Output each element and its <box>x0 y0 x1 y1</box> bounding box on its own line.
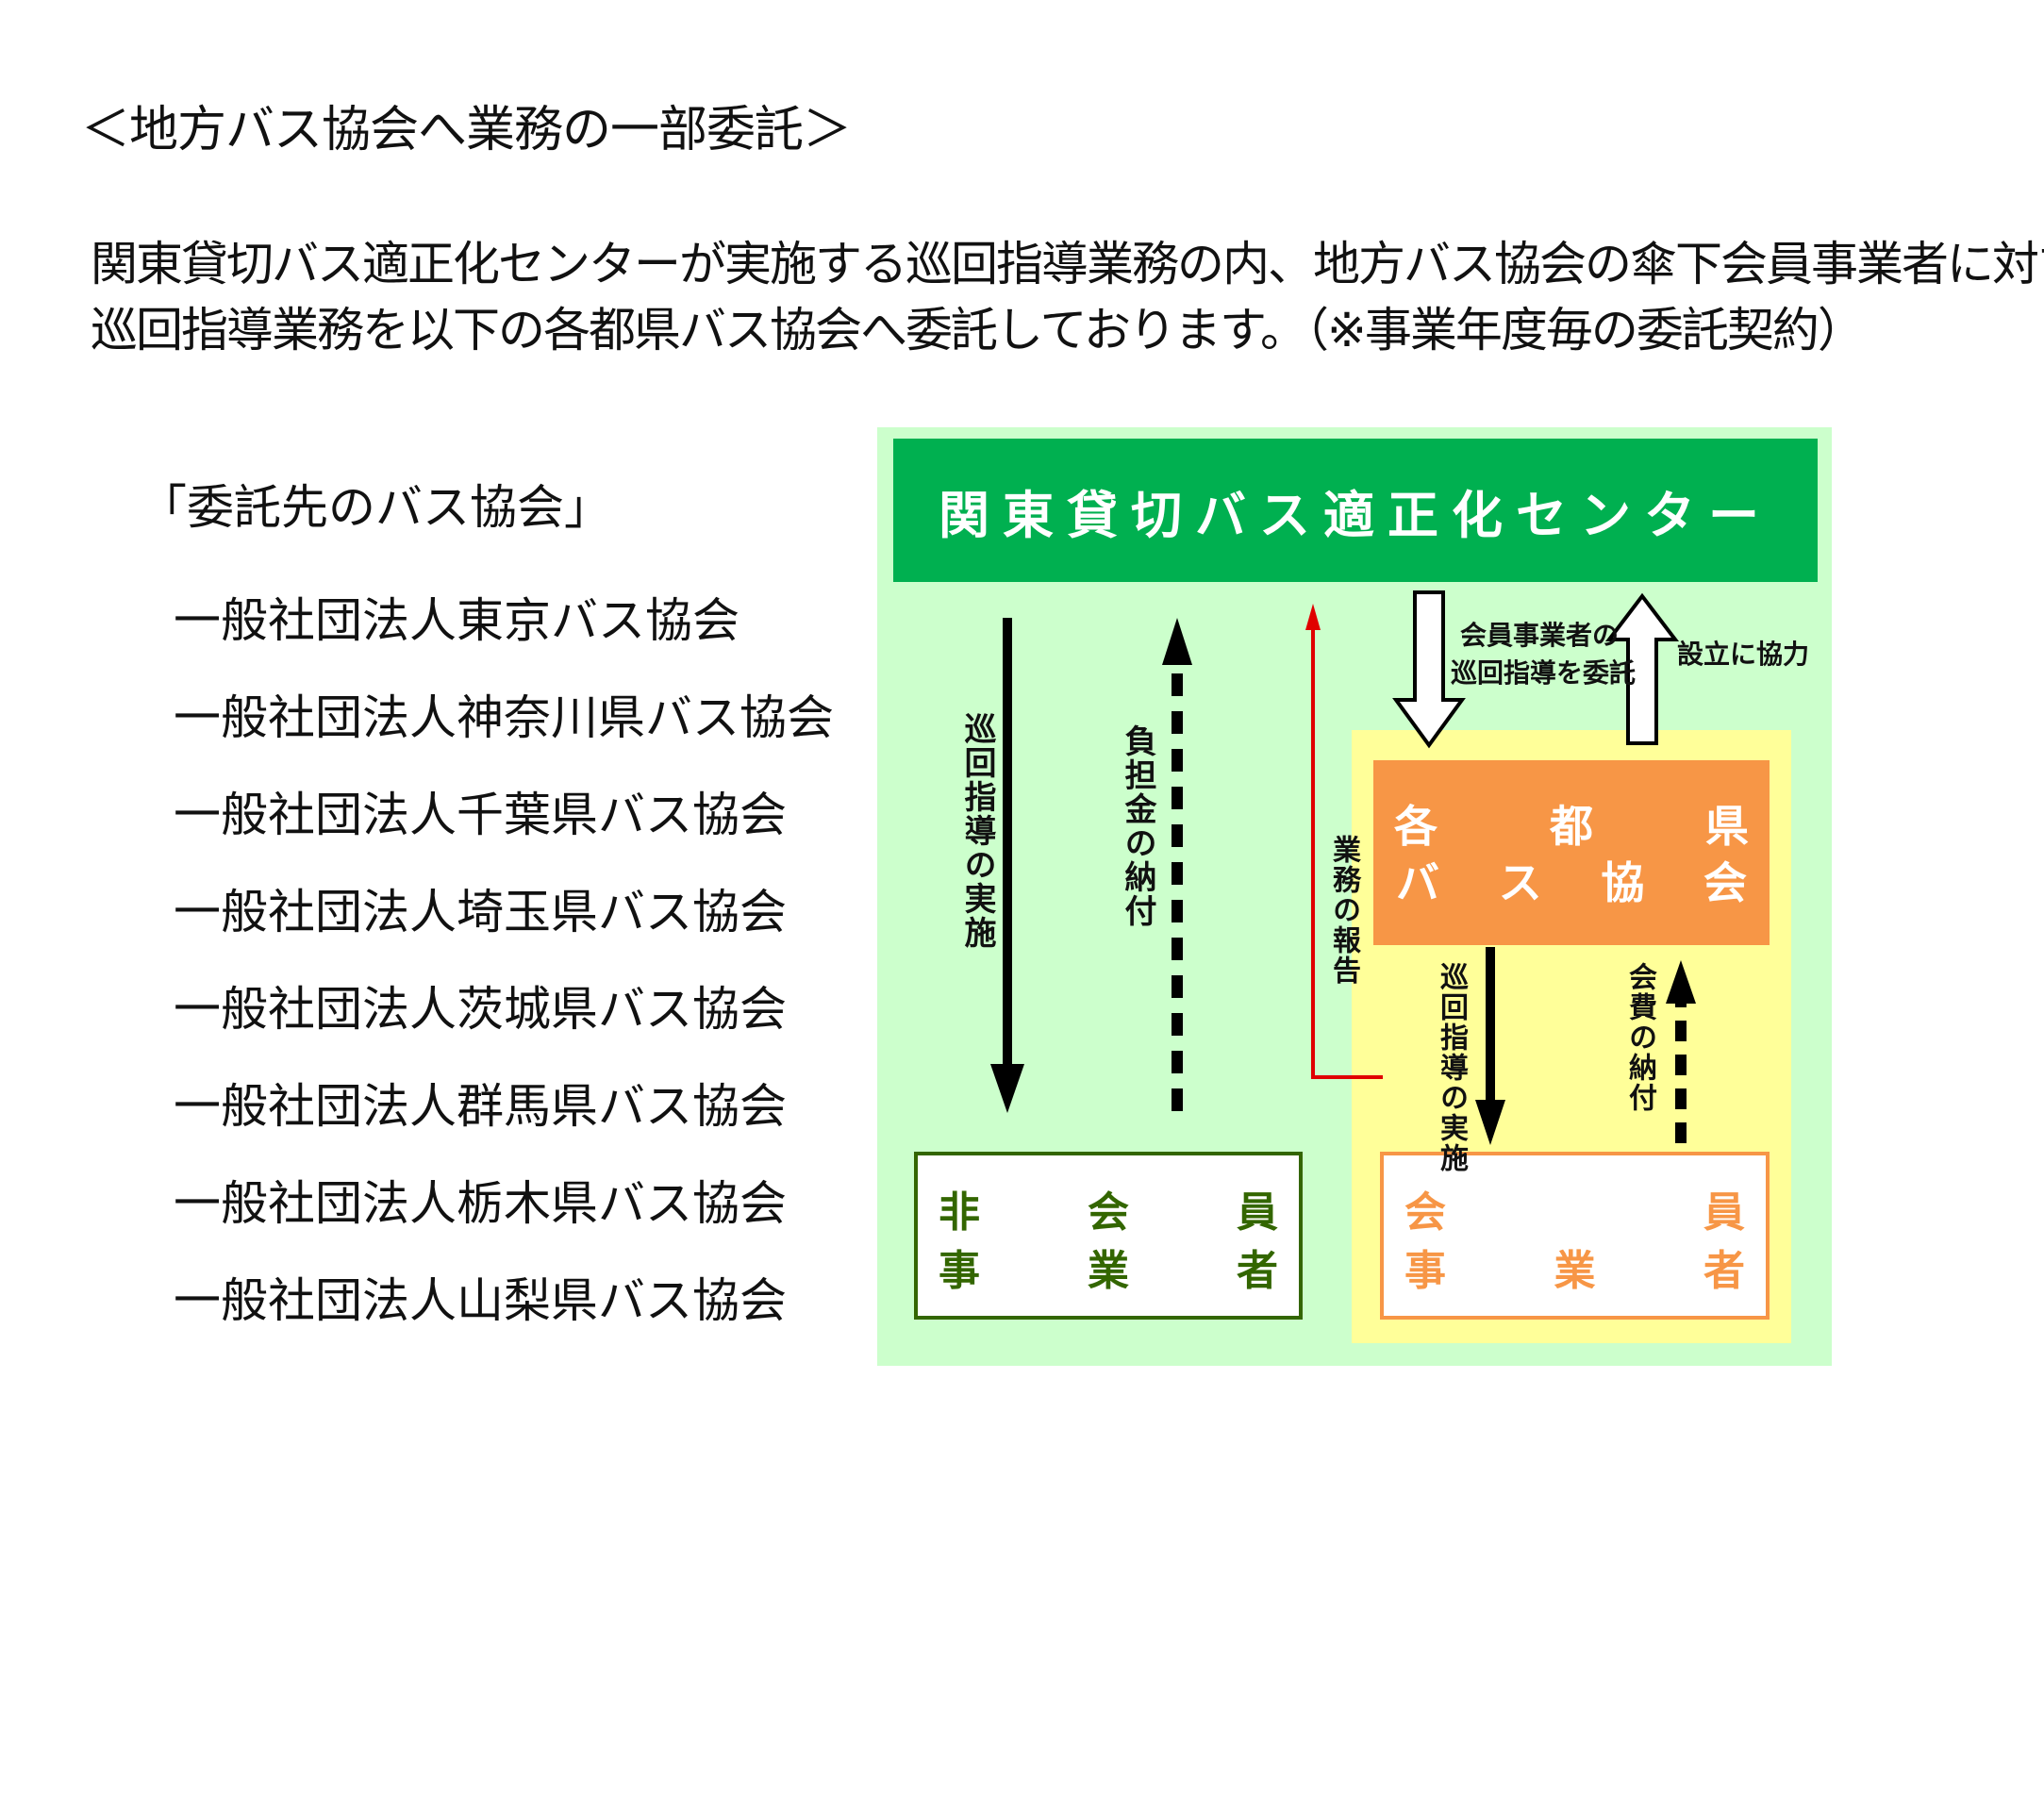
page-heading: ＜地方バス協会へ業務の一部委託＞ <box>81 102 852 158</box>
consignee-item: 一般社団法人栃木県バス協会 <box>174 1176 787 1231</box>
non-member-char: 会 <box>1088 1188 1129 1237</box>
association-char: 協 <box>1601 857 1645 908</box>
association-char: 会 <box>1703 857 1747 908</box>
association-char: ス <box>1498 857 1542 908</box>
member-char: 者 <box>1703 1247 1745 1295</box>
consignee-item: 一般社団法人群馬県バス協会 <box>174 1079 787 1134</box>
burden-payment-label: 負担金の納付 <box>1119 724 1156 928</box>
non-member-char: 員 <box>1237 1188 1278 1237</box>
non-member-char: 事 <box>939 1247 980 1295</box>
entrust-arrow <box>1392 590 1466 749</box>
consignee-item: 一般社団法人千葉県バス協会 <box>174 788 787 842</box>
non-member-char: 非 <box>939 1188 980 1237</box>
membership-fee-label: 会費の納付 <box>1623 962 1656 1113</box>
consignee-item: 一般社団法人埼玉県バス協会 <box>174 885 787 939</box>
member-char: 員 <box>1703 1188 1745 1237</box>
business-report-label: 業務の報告 <box>1327 835 1360 986</box>
association-char: バ <box>1396 857 1439 908</box>
member-char: 会 <box>1404 1188 1446 1237</box>
member-char: 事 <box>1404 1247 1446 1295</box>
association-char: 各 <box>1394 801 1437 852</box>
cooperate-label: 設立に協力 <box>1677 639 1810 670</box>
report-arrow <box>1305 604 1383 1079</box>
non-member-char: 業 <box>1088 1247 1129 1295</box>
consignee-item: 一般社団法人茨城県バス協会 <box>174 982 787 1037</box>
association-box: 各 都 県 バ ス 協 会 <box>1373 760 1770 945</box>
non-member-char: 者 <box>1237 1247 1278 1295</box>
consignee-list-title: 「委託先のバス協会」 <box>140 480 611 535</box>
association-char: 都 <box>1550 801 1593 852</box>
guidance-nonmember-label: 巡回指導の実施 <box>958 712 996 950</box>
consignee-item: 一般社団法人山梨県バス協会 <box>174 1273 787 1328</box>
member-char: 業 <box>1554 1247 1596 1295</box>
entrust-label-2: 巡回指導を委託 <box>1451 657 1637 689</box>
guidance-nonmember-arrow <box>990 618 1024 1113</box>
member-box: 会 員 事 業 者 <box>1380 1152 1770 1320</box>
membership-fee-arrow <box>1666 960 1696 1143</box>
center-box: 関東貸切バス適正化センター <box>893 439 1818 582</box>
intro-line-2: 巡回指導業務を以下の各都県バス協会へ委託しております。（※事業年度毎の委託契約） <box>91 303 1865 357</box>
non-member-box: 非 会 員 事 業 者 <box>914 1152 1303 1320</box>
cooperate-arrow <box>1604 592 1680 745</box>
entrust-label-1: 会員事業者の <box>1460 620 1620 651</box>
guidance-member-label: 巡回指導の実施 <box>1435 962 1468 1173</box>
burden-payment-arrow <box>1162 618 1192 1111</box>
consignee-item: 一般社団法人神奈川県バス協会 <box>174 690 834 745</box>
intro-line-1: 関東貸切バス適正化センターが実施する巡回指導業務の内、地方バス協会の傘下会員事業… <box>91 237 2044 291</box>
association-char: 県 <box>1705 801 1749 852</box>
consignee-item: 一般社団法人東京バス協会 <box>174 593 739 648</box>
guidance-member-arrow <box>1475 947 1505 1145</box>
